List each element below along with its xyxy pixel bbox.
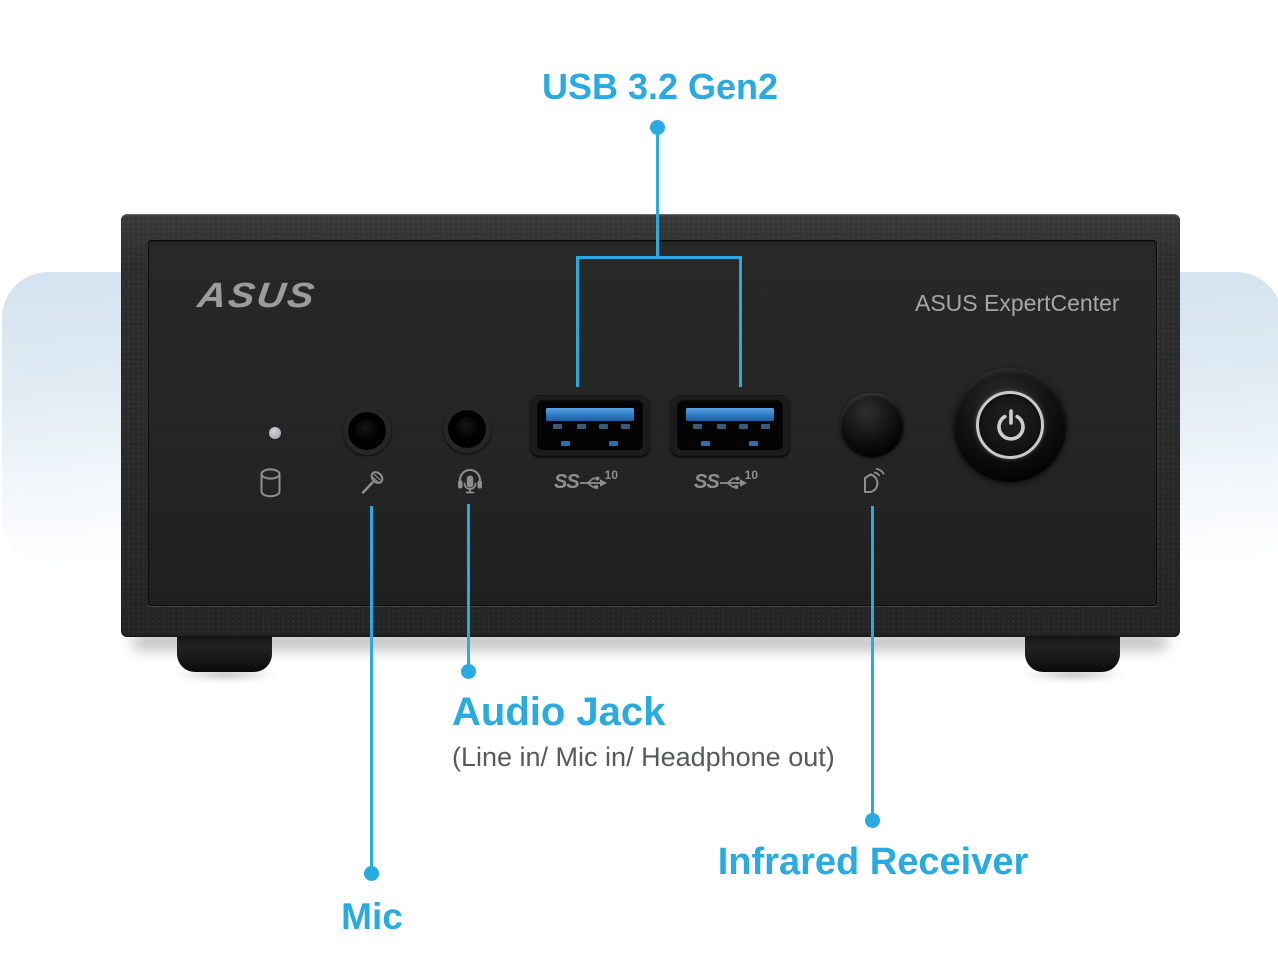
callout-usb-dot: [650, 120, 665, 135]
usb-port-2: [670, 393, 790, 457]
mic-jack-port: [343, 407, 391, 455]
callout-usb-bracket-left: [576, 258, 579, 387]
headset-mic-icon: [454, 466, 486, 503]
mini-pc-chassis: ASUS ASUS ExpertCenter: [121, 214, 1180, 637]
hdd-cylinder-icon: [258, 467, 283, 504]
usb-pin: [577, 424, 586, 429]
usb-pin: [739, 424, 748, 429]
callout-audio-label: Audio Jack: [452, 690, 666, 734]
usb-tab: [749, 441, 758, 446]
callout-usb-line: [656, 134, 659, 258]
infrared-receiver-window: [840, 393, 904, 457]
callout-ir-line: [871, 506, 874, 816]
device-foot-right: [1025, 630, 1120, 672]
callout-usb-label: USB 3.2 Gen2: [541, 66, 779, 107]
usb-tab: [561, 441, 570, 446]
power-button-ring: [976, 391, 1044, 459]
power-icon: [997, 409, 1025, 441]
callout-ir-dot: [865, 813, 880, 828]
device-drop-shadow: [132, 634, 1168, 650]
usb-tab: [609, 441, 618, 446]
usb-port-1: [530, 393, 650, 457]
ss-text: SS: [694, 471, 720, 493]
usb-port-opening: [677, 400, 783, 450]
power-button: [953, 368, 1067, 482]
status-led-dot: [269, 427, 281, 439]
usb-trident-icon: [579, 476, 607, 489]
usb-tab: [701, 441, 710, 446]
callout-ir-label: Infrared Receiver: [717, 841, 1029, 883]
model-name-text: ASUS ExpertCenter: [915, 290, 1120, 316]
usb-pin: [693, 424, 702, 429]
callout-audio-sublabel: (Line in/ Mic in/ Headphone out): [452, 742, 835, 772]
audio-jack-port: [443, 405, 491, 453]
usb-pin: [717, 424, 726, 429]
ss-speed-text: 10: [744, 468, 758, 482]
usb-superspeed-10-badge: SS 10: [694, 468, 764, 497]
ss-text: SS: [554, 471, 580, 493]
device-foot-left: [177, 630, 272, 672]
usb-pin: [599, 424, 608, 429]
ss-speed-text: 10: [604, 468, 618, 482]
usb-tongue: [546, 408, 634, 421]
usb-pin: [553, 424, 562, 429]
callout-mic-dot: [364, 866, 379, 881]
infrared-signal-icon: [856, 467, 888, 504]
callout-mic-line: [370, 506, 373, 868]
usb-port-opening: [537, 400, 643, 450]
usb-trident-icon: [719, 476, 747, 489]
callout-audio-dot: [461, 664, 476, 679]
usb-superspeed-10-badge: SS 10: [554, 468, 624, 497]
callout-usb-bracket-right: [739, 258, 742, 387]
asus-logo: ASUS: [195, 276, 319, 315]
usb-pin: [621, 424, 630, 429]
usb-tongue: [686, 408, 774, 421]
front-panel: ASUS ASUS ExpertCenter: [148, 240, 1157, 606]
callout-usb-bracket: [576, 256, 742, 259]
usb-pin: [761, 424, 770, 429]
callout-audio-line: [467, 504, 470, 666]
callout-mic-label: Mic: [341, 896, 403, 937]
microphone-icon: [358, 469, 386, 502]
